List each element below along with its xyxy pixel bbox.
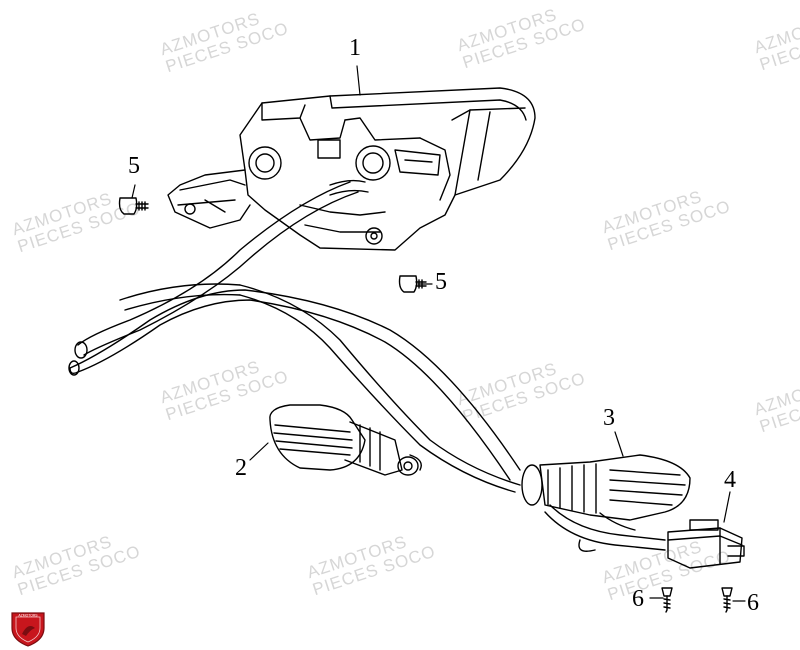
callout-1: 1 xyxy=(349,35,361,61)
part-6-screw-right xyxy=(721,587,733,613)
leader-3 xyxy=(614,431,624,457)
part-4-connector xyxy=(667,519,745,569)
leader-1 xyxy=(356,65,361,96)
part-5-bolt-upper xyxy=(118,197,149,215)
callout-5-upper: 5 xyxy=(128,153,140,179)
leader-5a xyxy=(131,184,136,199)
part-2-left-turn-signal xyxy=(269,404,422,476)
callout-6-right: 6 xyxy=(747,590,759,616)
callout-3: 3 xyxy=(603,405,615,431)
logo-text: AZMOTORS xyxy=(18,613,38,617)
leader-2 xyxy=(249,442,269,461)
callout-6-left: 6 xyxy=(632,586,644,612)
callout-2: 2 xyxy=(235,455,247,481)
leader-4 xyxy=(723,491,731,523)
callout-5-lower: 5 xyxy=(435,269,447,295)
part-3-right-turn-signal xyxy=(521,454,691,531)
part-1-lamp-housing xyxy=(167,87,536,251)
leader-lines xyxy=(131,65,746,602)
wiring-harness xyxy=(68,181,666,552)
azmotors-logo: AZMOTORS xyxy=(11,612,45,647)
part-6-screw-left xyxy=(661,587,673,613)
callout-4: 4 xyxy=(724,467,736,493)
